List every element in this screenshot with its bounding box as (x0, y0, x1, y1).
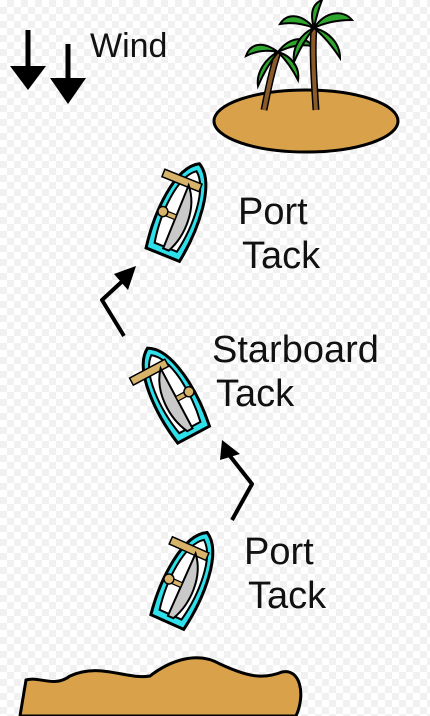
sailboat-icon (144, 162, 208, 264)
leg-2-label-line1: Starboard (212, 329, 379, 371)
leg-3-label-line2: Tack (248, 575, 327, 617)
shore (18, 656, 303, 716)
wind-label: Wind (90, 27, 168, 65)
palm-tree-icon (244, 38, 314, 111)
leg-2-label-line2: Tack (216, 373, 295, 415)
leg-3-label-line1: Port (244, 531, 314, 573)
island (212, 88, 400, 154)
palm-tree-icon (278, 0, 355, 111)
sailboat-icon (149, 530, 215, 632)
leg-1-label-line1: Port (238, 191, 308, 233)
wind-arrow-icon (50, 44, 86, 104)
wind-arrow-icon (10, 30, 46, 90)
sailboat-icon (128, 346, 212, 445)
course-arrow-icon (100, 266, 136, 338)
leg-1-label-line2: Tack (242, 235, 321, 277)
course-arrow-icon (220, 440, 254, 521)
